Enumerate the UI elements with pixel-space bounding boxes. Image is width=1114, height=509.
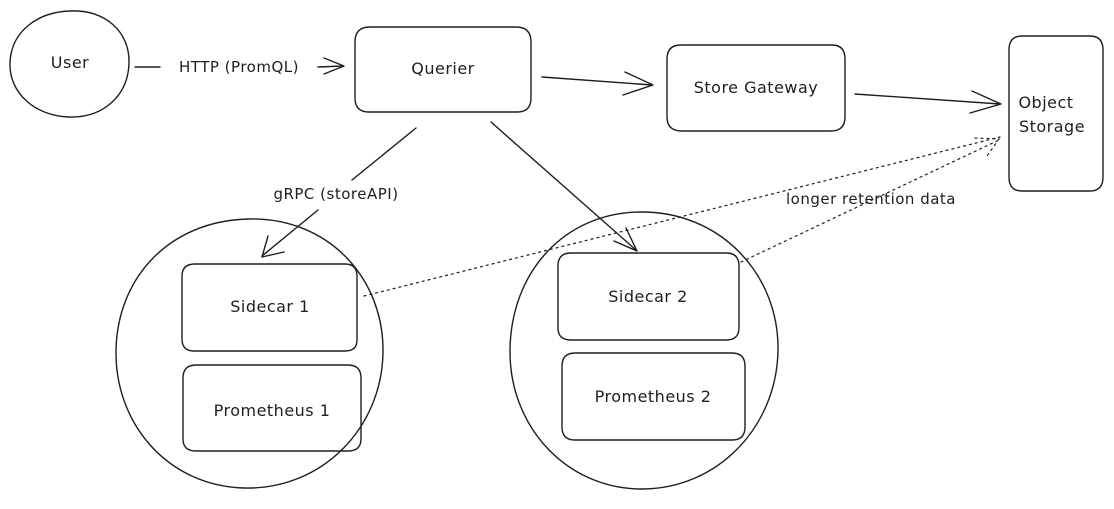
prometheus2-label: Prometheus 2: [595, 387, 712, 406]
edge-label-grpc: gRPC (storeAPI): [273, 185, 398, 203]
edge-store-gateway-object-storage: [854, 90, 1002, 114]
querier-label: Querier: [411, 59, 475, 78]
prometheus1-box: [182, 364, 362, 452]
edge-user-querier: HTTP (PromQL): [134, 57, 345, 76]
edge-label-http: HTTP (PromQL): [179, 58, 299, 76]
sidecar2-label: Sidecar 2: [608, 287, 688, 306]
object-storage-node: Object Storage: [1008, 35, 1104, 192]
edge-label-retention: longer retention data: [786, 190, 956, 208]
user-label: User: [51, 53, 89, 72]
store-gateway-label: Store Gateway: [694, 78, 819, 97]
user-node: User: [9, 10, 130, 118]
edge-querier-store-gateway: [541, 71, 654, 96]
prometheus-instance-1-group: Sidecar 1 Prometheus 1: [115, 218, 384, 489]
object-storage-label-line1: Object: [1018, 93, 1073, 112]
sidecar1-label: Sidecar 1: [230, 297, 310, 316]
querier-node: Querier: [354, 26, 532, 113]
edge-querier-sidecar1: gRPC (storeAPI): [261, 127, 417, 258]
edge-sidecar1-object-storage: [363, 136, 1001, 297]
edge-sidecar2-object-storage: longer retention data: [740, 137, 1001, 263]
prometheus1-label: Prometheus 1: [214, 401, 331, 420]
sidecar1-box: [181, 263, 358, 352]
prometheus2-box: [561, 352, 746, 441]
store-gateway-node: Store Gateway: [666, 44, 846, 132]
edge-querier-sidecar2: [490, 121, 638, 252]
sidecar2-box: [557, 252, 740, 341]
object-storage-label-line2: Storage: [1019, 117, 1085, 136]
prometheus-instance-2-group: Sidecar 2 Prometheus 2: [509, 211, 779, 490]
